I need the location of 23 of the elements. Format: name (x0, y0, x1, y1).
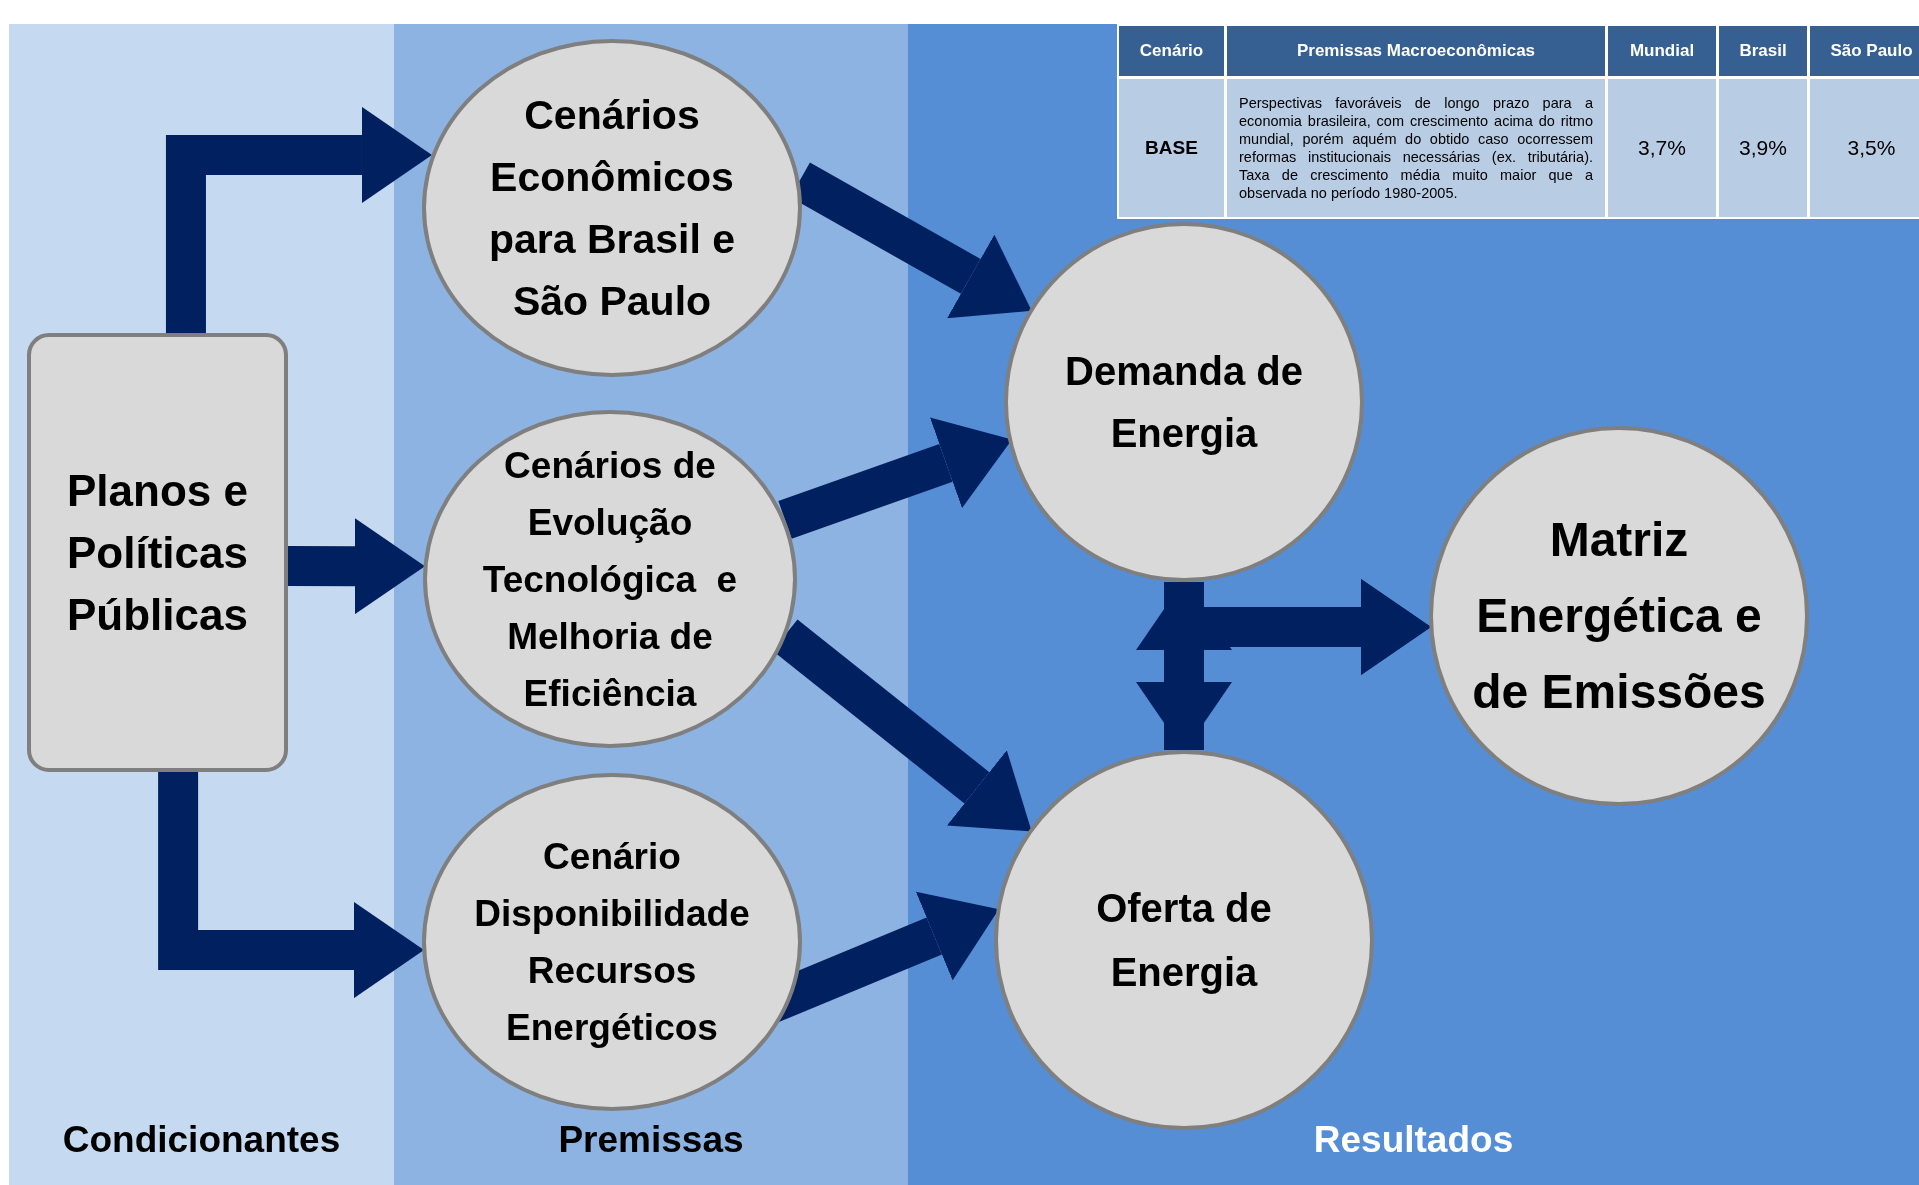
rounded-box: Planos e Políticas Públicas (27, 333, 288, 772)
table-cell: 3,7% (1608, 79, 1716, 217)
table-header-cell: Brasil (1719, 26, 1807, 76)
band-panel (394, 24, 908, 1185)
thick-arrow (165, 106, 432, 333)
band-panel (908, 24, 1919, 1185)
ellipse: Cenários Econômicos para Brasil e São Paulo (422, 39, 802, 377)
table-cell: BASE (1119, 79, 1224, 217)
thick-arrow (288, 518, 425, 615)
ellipse: Cenário Disponibilidade Recursos Energéticos (422, 773, 802, 1111)
thick-arrow (158, 772, 424, 999)
ellipse: Cenários de Evolução Tecnológica e Melhoria de Eficiência (423, 410, 797, 748)
table-cell: Perspectivas favoráveis de longo prazo para a economia brasileira, com crescimento acima do ritmo mundial, porém aquém do obtido caso ocorressem reformas institucionais necessárias (ex. tributária). Taxa de crescimento média muito maior que a observada no período 1980-2005. (1227, 79, 1605, 217)
band-panel (9, 24, 394, 1185)
table-cell: 3,5% (1810, 79, 1919, 217)
band-title: Condicionantes (62, 1117, 341, 1162)
table-header-cell: Mundial (1608, 26, 1716, 76)
table-cell: 3,9% (1719, 79, 1807, 217)
thick-arrow (1164, 579, 1431, 750)
table-header-cell: São Paulo (1810, 26, 1919, 76)
table-header-cell: Cenário (1119, 26, 1224, 76)
table-header-cell: Premissas Macroeconômicas (1227, 26, 1605, 76)
band-title: Premissas (558, 1117, 744, 1162)
